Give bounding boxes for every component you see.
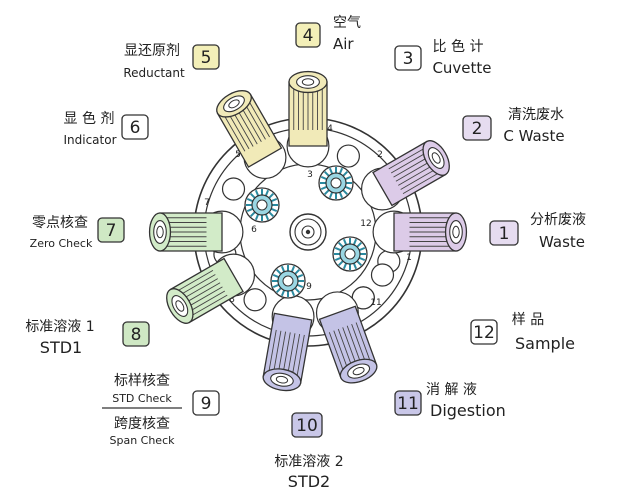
port-english-name: Indicator (63, 133, 116, 147)
port-number-box (295, 22, 321, 48)
port-chinese-name: 样 品 (512, 312, 544, 328)
empty-port-hole (370, 263, 395, 287)
port-9-label: 9 标样核查 STD Check 跨度核查 Span Check (102, 373, 220, 447)
port-chinese-name: 标准溶液 1 (25, 319, 94, 335)
port-chinese-name: 显 色 剂 (64, 110, 115, 127)
valve-port-number: 8 (229, 295, 235, 305)
port-english-name: STD2 (288, 472, 330, 491)
port-number-box (121, 114, 149, 140)
port-english-name: STD1 (40, 338, 82, 357)
port-1-fitting (372, 210, 468, 254)
port-11-label: 11 消 解 液 Digestion (394, 382, 506, 420)
port-number-box (97, 217, 125, 243)
port-chinese-name: 消 解 液 (426, 382, 477, 398)
port-1-label: 1 分析废液 Waste (489, 212, 586, 251)
center-hub (289, 213, 327, 251)
port-number: 10 (296, 416, 318, 436)
port-english-name: Air (333, 35, 354, 53)
valve-port-number: 11 (370, 298, 381, 308)
port-number: 1 (499, 224, 510, 244)
port-number: 6 (130, 118, 141, 138)
empty-port-hole (221, 177, 246, 201)
port-english-name: Zero Check (30, 237, 93, 250)
port-2-label: 2 清洗废水 C Waste (462, 107, 565, 145)
port-8-fitting (166, 253, 256, 324)
port-number: 11 (397, 394, 419, 414)
port-11-fitting (315, 291, 378, 384)
port-chinese-name: 比 色 计 (433, 38, 484, 55)
port-english-name: STD Check (112, 392, 172, 405)
port-chinese-name: 空气 (333, 15, 361, 31)
port-number: 2 (472, 119, 483, 139)
port-6-inner-fitting (244, 187, 280, 223)
port-9-inner-fitting (270, 263, 306, 299)
port-english-name: Cuvette (432, 59, 491, 77)
port-number: 7 (106, 221, 117, 241)
port-chinese-name: 清洗废水 (508, 107, 564, 123)
empty-port-hole (336, 144, 360, 168)
port-7-fitting (148, 210, 244, 254)
empty-port-hole (243, 288, 267, 312)
valve-port-number: 3 (307, 170, 313, 180)
port-6-label: 6 显 色 剂 Indicator (63, 110, 149, 147)
valve-port-number: 7 (204, 198, 210, 208)
port-chinese-name: 分析废液 (530, 212, 586, 228)
port-english-name: Waste (539, 233, 585, 251)
port-number-box (394, 390, 422, 416)
port-english-name: Reductant (123, 66, 185, 80)
valve-port-number: 5 (235, 150, 241, 160)
port-number: 3 (403, 49, 414, 69)
port-number: 9 (201, 394, 212, 414)
port-chinese-name: 标样核查 (114, 373, 170, 389)
port-10-fitting (262, 295, 315, 392)
valve-port-number: 9 (306, 282, 312, 292)
port-10-label: 10 标准溶液 2 STD2 (274, 412, 344, 491)
port-7-label: 7 零点核查 Zero Check (30, 215, 125, 250)
port-english-name: Digestion (430, 401, 506, 420)
port-number-box (192, 390, 220, 416)
port-english-name-2: Span Check (109, 434, 175, 447)
port-12-inner-fitting (332, 236, 368, 272)
port-number-box (291, 412, 323, 438)
port-12-label: 12 样 品 Sample (470, 312, 575, 353)
port-chinese-name: 零点核查 (32, 215, 88, 231)
port-number-box (192, 44, 220, 70)
port-number-box (462, 115, 492, 141)
port-3-label: 3 比 色 计 Cuvette (394, 38, 492, 77)
port-number-box (489, 220, 519, 246)
port-number-box (122, 321, 150, 347)
port-5-label: 5 显还原剂 Reductant (123, 43, 220, 80)
port-number-box (470, 319, 498, 345)
port-number: 8 (131, 325, 142, 345)
port-chinese-name-2: 跨度核查 (114, 416, 170, 432)
port-chinese-name: 显还原剂 (124, 43, 180, 59)
port-english-name: Sample (515, 334, 575, 353)
valve-port-number: 2 (377, 150, 383, 160)
port-number: 4 (303, 26, 314, 46)
port-4-fitting (286, 70, 330, 168)
valve-port-number: 12 (360, 219, 371, 229)
port-number: 12 (473, 323, 495, 343)
valve-port-number: 4 (327, 124, 333, 134)
port-3-inner-fitting (318, 165, 354, 201)
port-8-label: 8 标准溶液 1 STD1 (25, 319, 150, 357)
port-number: 5 (201, 48, 212, 68)
port-2-fitting (360, 140, 450, 211)
port-5-fitting (216, 90, 287, 180)
port-chinese-name: 标准溶液 2 (274, 454, 343, 470)
port-english-name: C Waste (503, 127, 564, 145)
port-4-label: 4 空气 Air (295, 15, 361, 53)
valve-port-number: 6 (251, 225, 257, 235)
port-number-box (394, 45, 422, 71)
valve-port-number: 1 (406, 253, 412, 263)
